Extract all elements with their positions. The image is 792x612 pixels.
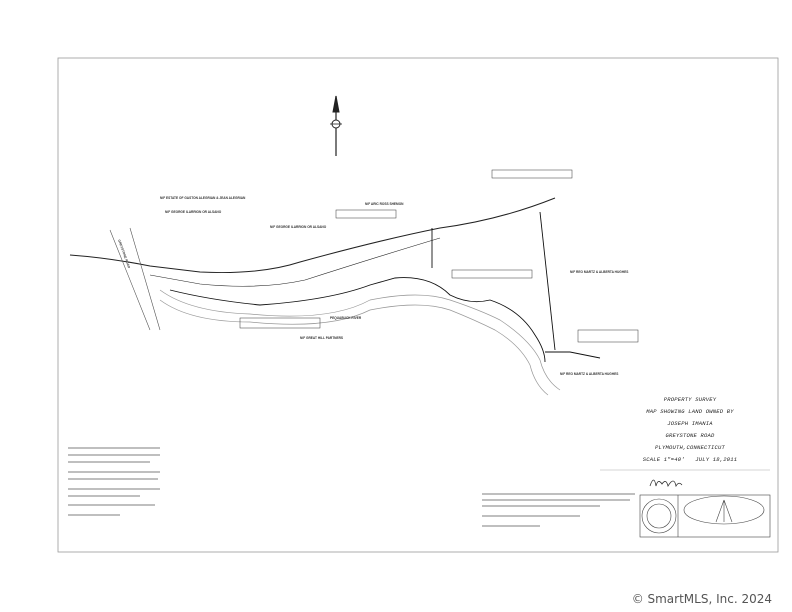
title-scale-date: SCALE 1"=40' JULY 18,2011 xyxy=(600,456,780,463)
title-road: GREYSTONE ROAD xyxy=(665,432,715,439)
abutter-label-1: N/F ESTATE OF GASTON ALEGRIAN & JEAN ALE… xyxy=(160,196,246,200)
property-boundary xyxy=(169,211,601,363)
north-arrow-icon xyxy=(330,95,342,156)
abutter-label-5: N/F GREAT HILL PARTNERS xyxy=(300,336,343,340)
title-owner: JOSEPH IMANIA xyxy=(667,420,713,427)
abutter-label-4: N/F ARIC ROSS SHEMON xyxy=(365,202,404,206)
signature xyxy=(649,479,683,488)
river xyxy=(159,289,561,396)
title-line-2: MAP SHOWING LAND OWNED BY xyxy=(646,408,734,415)
road-lines xyxy=(69,197,556,331)
abutter-label-6: N/F REO MARTZ & ALBERTA HUGHES xyxy=(570,270,628,274)
title-town: PLYMOUTH,CONNECTICUT xyxy=(654,444,725,451)
scale: SCALE 1"=40' xyxy=(642,456,685,463)
title-line-1: PROPERTY SURVEY xyxy=(663,396,717,403)
abutter-label-7: N/F REO MARTZ & ALBERTA HUGHES xyxy=(560,372,618,376)
surveyor-seal-and-logo xyxy=(600,469,771,538)
sheet-border xyxy=(57,57,779,553)
abutter-label-3: N/F GEORGE ILARRION OR ALSANO xyxy=(270,225,327,229)
abutter-label-2: N/F GEORGE ILARRION OR ALSANO xyxy=(165,210,222,214)
date: JULY 18,2011 xyxy=(695,456,738,463)
river-label: PEQUABUCK RIVER xyxy=(330,316,362,320)
annotation-boxes xyxy=(239,169,639,343)
watermark: © SmartMLS, Inc. 2024 xyxy=(631,592,772,606)
notes-block xyxy=(68,447,635,527)
